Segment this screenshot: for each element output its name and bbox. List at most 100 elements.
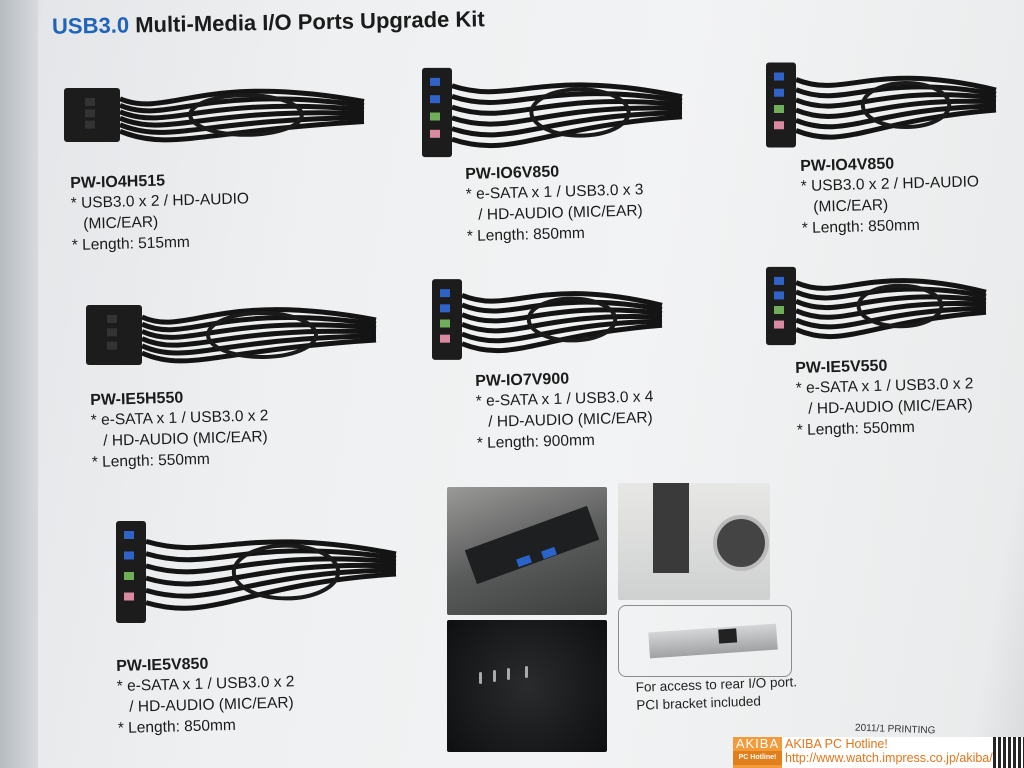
port-icon [107,328,117,337]
cable-loop [529,87,631,138]
port-icon [85,98,95,106]
port-icon [107,315,117,323]
cable-wire [795,103,997,130]
product-pw-ie5h550: PW-IE5H550 * e-SATA x 1 / USB3.0 x 2 / H… [90,387,270,473]
cable-loop [856,283,944,329]
cable-wire [140,322,377,340]
product-pw-io7v900: PW-IO7V900 * e-SATA x 1 / USB3.0 x 4 / H… [475,368,655,454]
cable-wire [461,307,663,324]
cable-wire [451,105,683,127]
port-icon [430,112,440,121]
cable-wire [140,337,377,364]
cable-wire [795,92,997,109]
cable-wire [451,98,683,116]
cable-wire [145,571,397,611]
cable-wire [451,82,683,100]
cable-wire [145,562,397,587]
cable-wire [795,107,997,140]
photo-front-panel-leds [447,620,607,752]
port-icon [774,121,784,130]
watermark-site: AKIBA PC Hotline! [785,737,888,751]
cable-wire [795,305,987,330]
cable-wire [145,539,397,557]
cable-wire [119,103,365,121]
bracket-caption: For access to rear I/O port. PCI bracket… [635,673,797,715]
cable-wire [461,291,663,308]
port-icon [440,304,450,313]
cable-wire [461,299,663,314]
product-pw-io4h515: PW-IO4H515 * USB3.0 x 2 / HD-AUDIO (MIC/… [70,170,250,256]
cable-loop [860,81,952,129]
title-prefix: USB3.0 [51,12,130,39]
watermark: AKIBA PC Hotline! AKIBA PC Hotline! http… [733,737,1024,768]
cable-wire [795,98,997,119]
cable-wire [795,294,987,311]
cable-image-pw-io4h515 [64,88,365,143]
product-length: * Length: 550mm [91,450,211,471]
cable-wire [461,318,663,344]
box-edge [0,0,38,768]
cable-loop [526,296,618,343]
page-title: USB3.0 Multi-Media I/O Ports Upgrade Kit [52,6,485,40]
cable-wire [461,322,663,354]
cable-wire [451,91,683,105]
port-icon [430,95,440,104]
cable-wire [451,110,683,138]
port-icon [124,551,134,560]
photo-front-panel-installed [447,487,607,615]
port-icon [774,105,784,113]
cable-image-pw-io7v900 [432,279,663,360]
port-icon [440,289,450,298]
port-icon [85,120,95,129]
port-icon [85,109,95,118]
cable-wire [119,115,365,135]
watermark-url[interactable]: http://www.watch.impress.co.jp/akiba/ [785,751,993,765]
cable-wire [119,110,365,128]
product-length: * Length: 550mm [796,418,916,439]
product-length: * Length: 850mm [117,716,237,737]
cable-wire [461,314,663,334]
port-icon [430,77,440,86]
port-icon [124,572,134,580]
printing-date: 2011/1 PRINTING [854,722,936,737]
cable-wire [795,75,997,93]
cable-wire [795,309,987,340]
port-icon [124,531,134,539]
product-pw-io4v850: PW-IO4V850 * USB3.0 x 2 / HD-AUDIO (MIC/… [800,153,980,239]
cable-wire [140,307,377,325]
cable-image-pw-ie5v850 [116,521,397,623]
cable-wire [795,300,987,320]
cable-image-pw-ie5h550 [86,305,377,365]
port-icon [774,320,784,329]
cable-wire [795,278,987,295]
product-pw-ie5v550: PW-IE5V550 * e-SATA x 1 / USB3.0 x 2 / H… [795,355,975,441]
port-icon [124,592,134,601]
product-length: * Length: 850mm [801,216,921,237]
logo-top: AKIBA [735,736,780,751]
cable-image-pw-io4v850 [766,62,997,148]
cable-wire [119,119,365,143]
cable-wire [119,88,365,107]
cable-wire [145,548,397,563]
cable-wire [140,328,377,348]
port-icon [774,88,784,97]
product-pw-ie5v850: PW-IE5V850 * e-SATA x 1 / USB3.0 x 2 / H… [116,653,296,739]
cable-loop [231,543,341,601]
port-icon [774,291,784,300]
port-icon [774,72,784,81]
port-icon [430,129,440,138]
cable-image-pw-io6v850 [422,67,683,158]
photo-rear-io [618,483,770,600]
cable-wire [145,567,397,599]
cable-loop [206,311,318,359]
port-icon [440,334,450,343]
cable-wire [140,333,377,356]
cable-wire [795,84,997,99]
product-length: * Length: 850mm [466,224,586,245]
port-icon [107,341,117,350]
product-pw-io6v850: PW-IO6V850 * e-SATA x 1 / USB3.0 x 3 / H… [465,161,645,247]
port-icon [440,319,450,328]
logo-bottom: PC Hotline! [733,751,782,765]
akiba-logo: AKIBA PC Hotline! [733,737,782,768]
cable-wire [451,114,683,149]
